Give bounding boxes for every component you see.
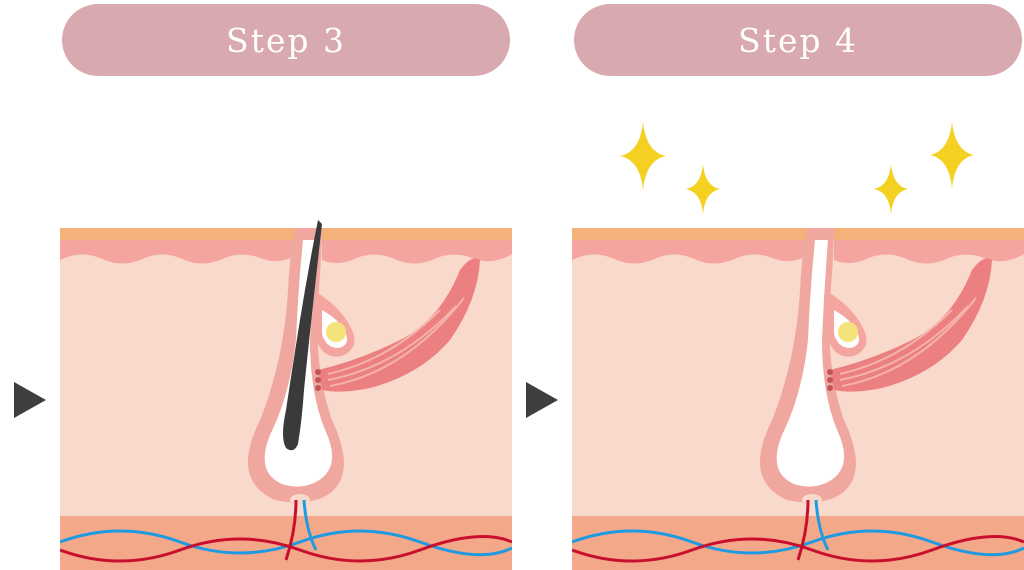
sparkle-icon (620, 122, 666, 190)
sparkle-icon (930, 122, 974, 188)
sebaceous-gland (828, 292, 867, 357)
arrector-pili-muscle (827, 258, 992, 392)
sparkle-icon (686, 164, 720, 214)
skin-cross-section-step-4 (572, 228, 1024, 570)
play-arrow-icon (526, 382, 558, 418)
arrector-pili-muscle (315, 258, 480, 392)
sebaceous-gland (316, 292, 355, 357)
step-3-label: Step 3 (62, 4, 510, 76)
play-arrow-icon (14, 382, 46, 418)
step-4-label: Step 4 (574, 4, 1022, 76)
blood-vessels (60, 499, 512, 563)
hair-shaft (283, 220, 322, 451)
skin-cross-section-step-3 (60, 220, 512, 570)
sparkle-icon (874, 164, 908, 214)
blood-vessels (572, 499, 1024, 563)
